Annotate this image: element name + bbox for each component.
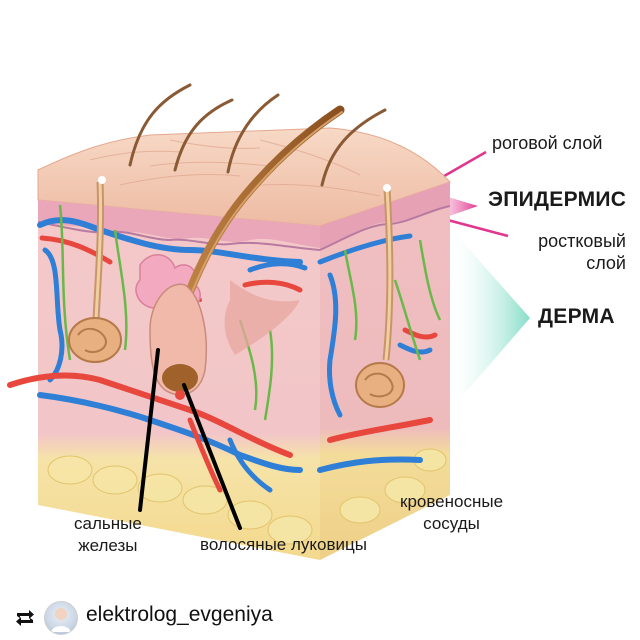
blood-vessels [7, 217, 438, 493]
repost-icon[interactable] [14, 609, 36, 627]
skin-surface [37, 127, 451, 227]
epidermis-layer-front [38, 200, 320, 248]
label-blood-vessels-line2: сосуды [423, 514, 480, 533]
label-epidermis: ЭПИДЕРМИС [488, 188, 627, 211]
label-blood-vessels: кровеносные сосуды [400, 491, 503, 535]
username[interactable]: elektrolog_evgeniya [86, 603, 273, 626]
label-germinal-layer-line2: слой [586, 253, 626, 273]
dermis-pointer [452, 230, 530, 408]
label-sebaceous-glands: сальные железы [74, 513, 142, 557]
label-sebaceous-line2: железы [78, 536, 138, 555]
avatar-icon[interactable] [44, 601, 78, 635]
nerves [58, 204, 442, 421]
label-horny-layer: роговой слой [492, 133, 603, 153]
repost-footer [0, 594, 640, 640]
label-germinal-layer-line1: ростковый [538, 231, 626, 251]
hair-bulb [162, 364, 198, 392]
label-dermis: ДЕРМА [538, 305, 615, 328]
label-blood-vessels-line1: кровеносные [400, 492, 504, 511]
germinal-layer-pointer [439, 216, 509, 238]
label-pointers [138, 348, 242, 530]
sweat-glands [68, 176, 405, 408]
hair-follicle [149, 283, 208, 400]
label-germinal-layer: ростковый слой [538, 230, 626, 274]
label-hair-bulbs: волосяные луковицы [200, 535, 367, 554]
label-sebaceous-line1: сальные [74, 514, 142, 533]
